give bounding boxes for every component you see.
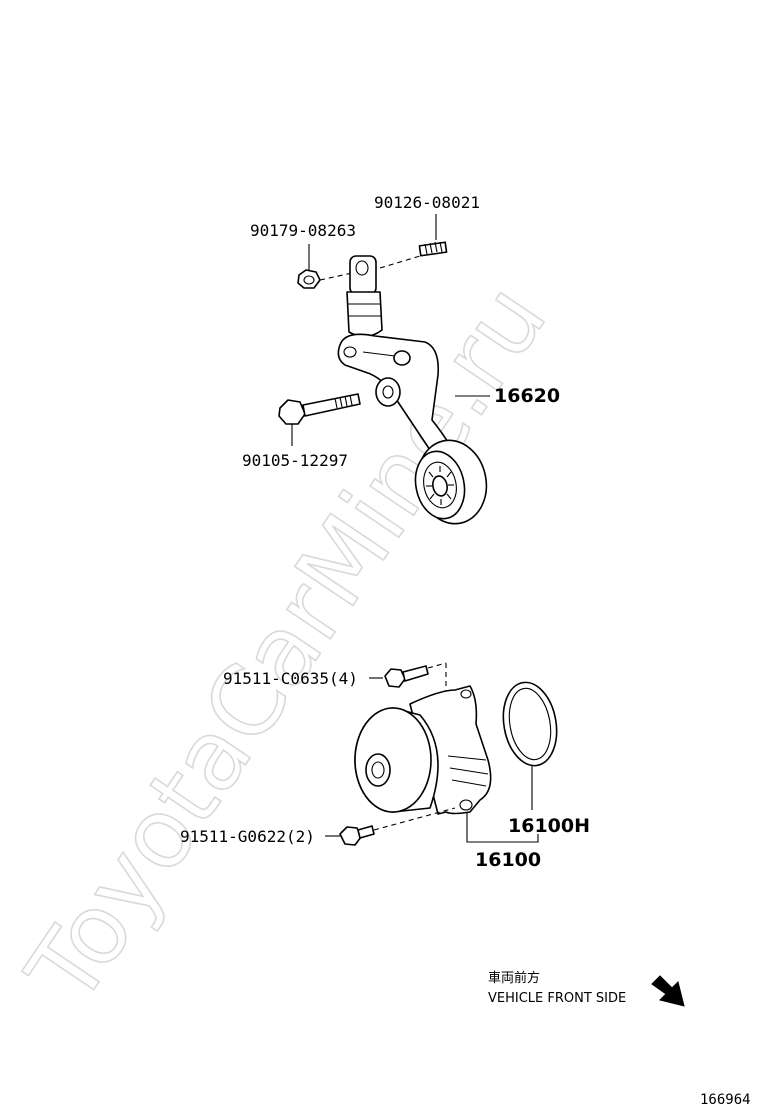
stud-part bbox=[418, 241, 448, 257]
arrow-down-right-icon bbox=[651, 975, 685, 1007]
stud-part-number: 90126-08021 bbox=[374, 193, 480, 212]
nut-part-number: 90179-08263 bbox=[250, 221, 356, 240]
water-pump-assembly bbox=[339, 662, 558, 846]
tensioner-part-number: 16620 bbox=[494, 385, 560, 407]
direction-label-japanese: 車両前方 bbox=[488, 970, 540, 986]
gasket-part bbox=[502, 681, 558, 767]
gasket-part-number: 16100H bbox=[508, 815, 590, 837]
lower-bolt-part-number: 91511-G0622(2) bbox=[180, 827, 315, 846]
lower-bolt-part bbox=[339, 825, 375, 846]
watermark: ToyotaCarMine.ru bbox=[6, 265, 568, 1024]
tensioner-bolt-part bbox=[278, 393, 361, 425]
nut-part bbox=[297, 269, 321, 289]
tensioner-assembly bbox=[278, 241, 488, 525]
figure-id: 166964 bbox=[700, 1092, 751, 1108]
tensioner-bolt-part-number: 90105-12297 bbox=[242, 451, 348, 470]
idler-pulley bbox=[414, 439, 488, 525]
direction-label-english: VEHICLE FRONT SIDE bbox=[488, 991, 626, 1006]
upper-bolt-part-number: 91511-C0635(4) bbox=[223, 669, 358, 688]
upper-bolt-part bbox=[384, 665, 429, 688]
water-pump-part-number: 16100 bbox=[475, 849, 541, 871]
